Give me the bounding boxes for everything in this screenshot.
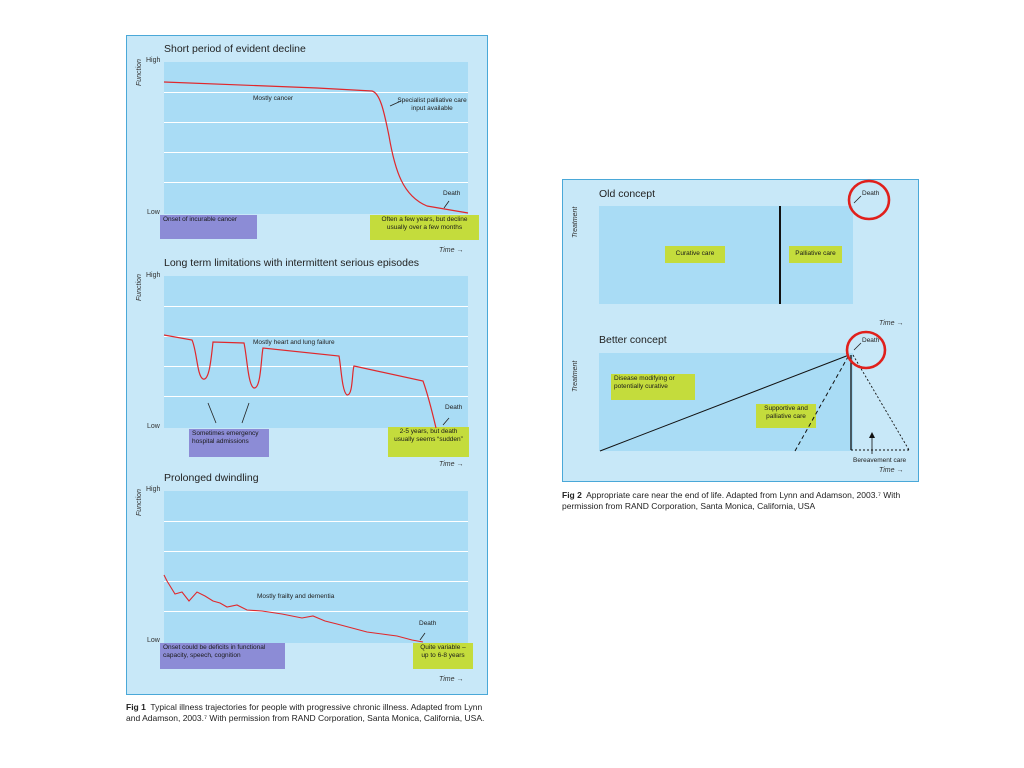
panel-3-high-label: High xyxy=(146,486,161,493)
figure-1-curves xyxy=(163,81,469,643)
old-concept-death-label: Death xyxy=(862,190,880,197)
panel-3-low-label: Low xyxy=(147,637,160,644)
panel-2-arrow-2 xyxy=(241,402,250,424)
panel-2-trajectory-curve xyxy=(163,334,437,429)
old-concept-time-label: Time → xyxy=(879,320,904,327)
figure-2-caption: Fig 2 Appropriate care near the end of l… xyxy=(562,490,901,511)
panel-3-trajectory-curve xyxy=(163,574,424,643)
panel-2-death-label: Death xyxy=(445,404,463,411)
better-concept-title: Better concept xyxy=(599,334,667,346)
bereavement-care-label: Bereavement care xyxy=(853,457,907,464)
panel-2-arrow-1 xyxy=(207,402,217,424)
panel-1-title: Short period of evident decline xyxy=(164,43,306,55)
better-concept-death-label: Death xyxy=(862,337,880,344)
panel-2-title: Long term limitations with intermittent … xyxy=(164,257,420,269)
panel-1-death-label: Death xyxy=(443,190,461,197)
supportive-care-box: Supportive and palliative care xyxy=(756,404,816,428)
disease-modifying-line xyxy=(599,354,850,452)
old-death-arrow xyxy=(853,195,862,204)
bereavement-diagonal xyxy=(852,354,910,451)
panel-2-admissions-box: Sometimes emergency hospital admissions xyxy=(189,429,269,457)
panel-3-title: Prolonged dwindling xyxy=(164,472,259,484)
panel-3-onset-box: Onset could be deficits in functional ca… xyxy=(160,643,285,669)
disease-modifying-box: Disease modifying or potentially curativ… xyxy=(611,374,695,400)
figure-1-caption: Fig 1 Typical illness trajectories for p… xyxy=(126,702,485,723)
panel-1-onset-box: Onset of incurable cancer xyxy=(160,215,257,239)
panel-2-group-label: Mostly heart and lung failure xyxy=(253,339,335,346)
panel-1-group-label: Mostly cancer xyxy=(253,95,294,102)
panel-3-death-label: Death xyxy=(419,620,437,627)
panel-2-low-label: Low xyxy=(147,423,160,430)
panel-1-high-label: High xyxy=(146,57,161,64)
panel-1-plot-area xyxy=(164,62,468,214)
panel-3-duration-box: Quite variable – up to 6-8 years xyxy=(413,643,473,669)
bereavement-arrowhead xyxy=(869,432,875,438)
supportive-dashed-line xyxy=(794,354,850,452)
panel-1-low-label: Low xyxy=(147,209,160,216)
figure-1-panel: Short period of evident decline Function… xyxy=(126,35,488,695)
panel-2-time-label: Time → xyxy=(439,461,464,468)
panel-1-time-label: Time → xyxy=(439,247,464,254)
panel-1-death-arrow xyxy=(443,200,450,209)
better-death-arrow xyxy=(853,342,862,351)
figure-2-lines xyxy=(599,179,910,454)
panel-2-duration-box: 2-5 years, but death usually seems “sudd… xyxy=(388,427,469,457)
panel-2-death-arrow xyxy=(442,417,450,426)
better-concept-time-label: Time → xyxy=(879,467,904,474)
old-death-circle xyxy=(847,179,891,221)
panel-3-time-label: Time → xyxy=(439,676,464,683)
old-concept-title: Old concept xyxy=(599,188,656,200)
curative-care-box: Curative care xyxy=(665,246,725,263)
panel-2-plot-area xyxy=(164,276,468,428)
panel-1-duration-box: Often a few years, but decline usually o… xyxy=(370,215,479,240)
better-death-circle xyxy=(845,330,887,370)
panel-1-trajectory-curve xyxy=(163,81,469,214)
panel-1-annotation: Specialist palliative care input availab… xyxy=(397,97,467,112)
figure-2-panel: Old concept Treatment Curative care Pall… xyxy=(562,179,919,482)
palliative-care-box: Palliative care xyxy=(789,246,842,263)
old-concept-divider xyxy=(779,206,781,304)
panel-3-death-arrow xyxy=(419,632,426,641)
panel-1-annotation-arrow xyxy=(389,100,402,107)
panel-2-high-label: High xyxy=(146,272,161,279)
panel-3-group-label: Mostly frailty and dementia xyxy=(257,593,335,600)
